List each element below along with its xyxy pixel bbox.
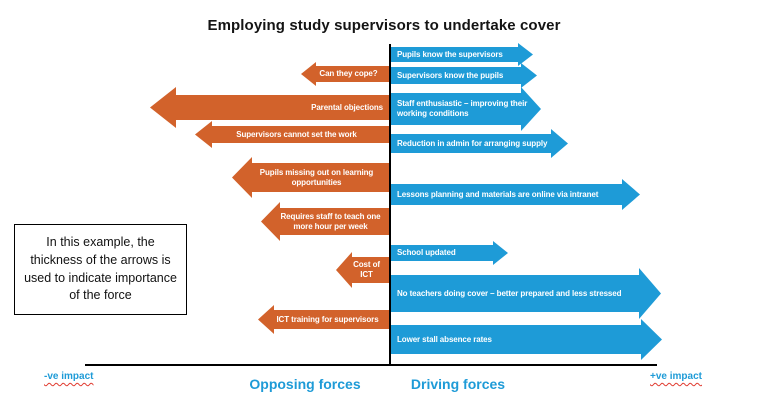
arrow-label: Lessons planning and materials are onlin… bbox=[397, 189, 599, 199]
positive-impact-label: +ve impact bbox=[650, 371, 702, 382]
arrow-label: Parental objections bbox=[311, 102, 383, 112]
arrow-shape bbox=[391, 63, 537, 88]
opposing-force-arrow: Parental objections bbox=[150, 87, 389, 128]
arrow-label: Pupils missing out on learning opportuni… bbox=[259, 167, 374, 187]
arrow-label: ICT training for supervisors bbox=[276, 314, 379, 324]
arrow-label: Pupils know the supervisors bbox=[397, 49, 503, 59]
driving-force-arrow: Staff enthusiastic – improving their wor… bbox=[391, 87, 541, 131]
driving-force-arrow: Pupils know the supervisors bbox=[391, 43, 533, 66]
arrow-shape bbox=[391, 87, 541, 131]
driving-force-arrow: No teachers doing cover – better prepare… bbox=[391, 268, 661, 319]
center-axis-line bbox=[389, 44, 391, 366]
arrow-label: No teachers doing cover – better prepare… bbox=[397, 288, 622, 298]
driving-force-arrow: School updated bbox=[391, 241, 508, 265]
arrow-label: Staff enthusiastic – improving their wor… bbox=[397, 99, 528, 118]
driving-force-arrow: Lessons planning and materials are onlin… bbox=[391, 179, 640, 210]
opposing-force-arrow: Pupils missing out on learning opportuni… bbox=[232, 157, 389, 198]
arrow-shape bbox=[391, 319, 662, 360]
opposing-forces-label: Opposing forces bbox=[249, 376, 361, 392]
arrow-shape bbox=[261, 202, 389, 241]
opposing-force-arrow: Supervisors cannot set the work bbox=[195, 121, 389, 148]
arrow-shape bbox=[391, 43, 533, 66]
opposing-force-arrow: Requires staff to teach one more hour pe… bbox=[261, 202, 389, 241]
driving-force-arrow: Reduction in admin for arranging supply bbox=[391, 129, 568, 158]
opposing-force-arrow: ICT training for supervisors bbox=[258, 305, 389, 334]
arrow-label: School updated bbox=[397, 248, 456, 257]
arrow-label: Cost of ICT bbox=[353, 260, 380, 279]
driving-forces-label: Driving forces bbox=[410, 376, 506, 392]
driving-force-arrow: Lower stall absence rates bbox=[391, 319, 662, 360]
negative-impact-label: -ve impact bbox=[44, 371, 94, 382]
arrow-shape bbox=[232, 157, 389, 198]
arrow-shape bbox=[150, 87, 389, 128]
opposing-force-arrow: Can they cope? bbox=[301, 62, 389, 86]
note-text: In this example, the thickness of the ar… bbox=[24, 235, 177, 303]
note-box: In this example, the thickness of the ar… bbox=[14, 224, 187, 315]
arrow-label: Requires staff to teach one more hour pe… bbox=[280, 211, 381, 231]
arrow-shape bbox=[195, 121, 389, 148]
opposing-force-arrow: Cost of ICT bbox=[336, 252, 389, 288]
arrow-shape bbox=[336, 252, 389, 288]
arrow-shape bbox=[391, 129, 568, 158]
arrow-shape bbox=[301, 62, 389, 86]
baseline-axis bbox=[85, 364, 657, 366]
arrow-shape bbox=[391, 179, 640, 210]
arrow-label: Supervisors know the pupils bbox=[397, 70, 504, 80]
diagram-title: Employing study supervisors to undertake… bbox=[207, 17, 561, 34]
arrow-label: Lower stall absence rates bbox=[397, 334, 492, 344]
arrow-shape bbox=[258, 305, 389, 334]
driving-force-arrow: Supervisors know the pupils bbox=[391, 63, 537, 88]
arrow-shape bbox=[391, 268, 661, 319]
arrow-shape bbox=[391, 241, 508, 265]
arrow-label: Supervisors cannot set the work bbox=[236, 129, 357, 139]
arrow-label: Reduction in admin for arranging supply bbox=[397, 138, 548, 148]
arrow-label: Can they cope? bbox=[319, 69, 378, 78]
